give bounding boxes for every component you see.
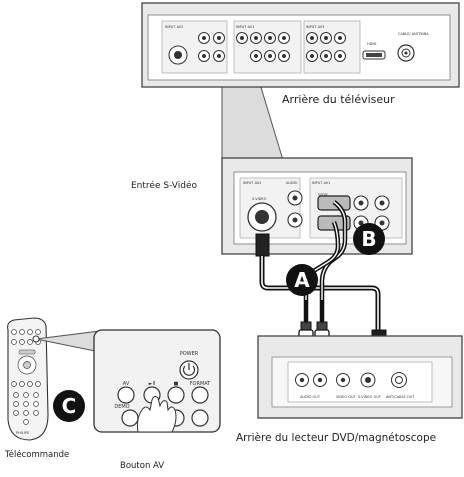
remote-format-label: FORMAT	[190, 381, 212, 387]
remote-brand: PHILIPS	[16, 431, 30, 435]
callout-a-letter: A	[294, 268, 310, 292]
dvd-video-out-label: VIDEO OUT	[336, 395, 357, 399]
svideo-input-label: Entrée S-Vidéo	[131, 181, 198, 191]
demo-button[interactable]	[121, 409, 139, 427]
dvd-svideo-out-label: S-VIDEO OUT	[358, 395, 382, 399]
remote-power-label: POWER	[180, 351, 199, 357]
hand-icon	[137, 395, 177, 433]
remote-lower-button-2[interactable]	[191, 409, 209, 427]
callout-c-letter: C	[62, 394, 77, 418]
dvd-audio-out-label: AUDIO OUT	[300, 395, 321, 399]
zoom-spdif-label: SPDIF	[318, 193, 328, 197]
remote-control: PHILIPS	[7, 317, 49, 441]
tv-input-av2-label: INPUT AV2	[165, 25, 183, 29]
zoom-svideo-label: S-VIDEO	[252, 197, 267, 201]
zoom-audio-label: AUDIO	[286, 181, 298, 185]
callout-b-letter: B	[361, 227, 376, 251]
tv-input-av3-label: INPUT AV3	[306, 25, 324, 29]
remote-stop-label: ■	[174, 381, 179, 387]
remote-label: Télécommande	[5, 450, 70, 460]
tv-back-label: Arrière du téléviseur	[282, 93, 395, 106]
av-button[interactable]	[117, 386, 135, 404]
zoom-input-av1-label: INPUT AV1	[312, 181, 330, 185]
remote-zoom-panel: POWER AV ►II ■ FORMAT DEMO	[93, 329, 221, 433]
remote-play-label: ►II	[149, 381, 156, 387]
tv-cable-antenna-label: CABLE/ ANTENNA	[398, 32, 429, 36]
zoom-input-av2-label: INPUT AV2	[243, 181, 261, 185]
dvd-back-label: Arrière du lecteur DVD/magnétoscope	[236, 432, 437, 444]
tv-hdmi-label: HDMI	[367, 42, 376, 46]
dvd-rf-out-label: ANT/CABLE OUT	[386, 395, 415, 399]
callout-b: B	[353, 223, 385, 255]
callout-c: C	[53, 390, 85, 422]
stop-button[interactable]	[167, 386, 185, 404]
remote-av-label: AV	[123, 381, 130, 387]
tv-input-av1-label: INPUT AV1	[236, 25, 254, 29]
remote-demo-label: DEMO	[114, 404, 129, 410]
callout-a: A	[286, 264, 318, 296]
tv-back-panel: INPUT AV2 INPUT AV1 INPUT AV3 HDMI CABLE…	[141, 2, 460, 88]
av-button-label: Bouton AV	[120, 461, 165, 471]
dvd-back-panel: AUDIO OUT VIDEO OUT S-VIDEO OUT ANT/CABL…	[257, 335, 463, 419]
format-button[interactable]	[191, 386, 209, 404]
